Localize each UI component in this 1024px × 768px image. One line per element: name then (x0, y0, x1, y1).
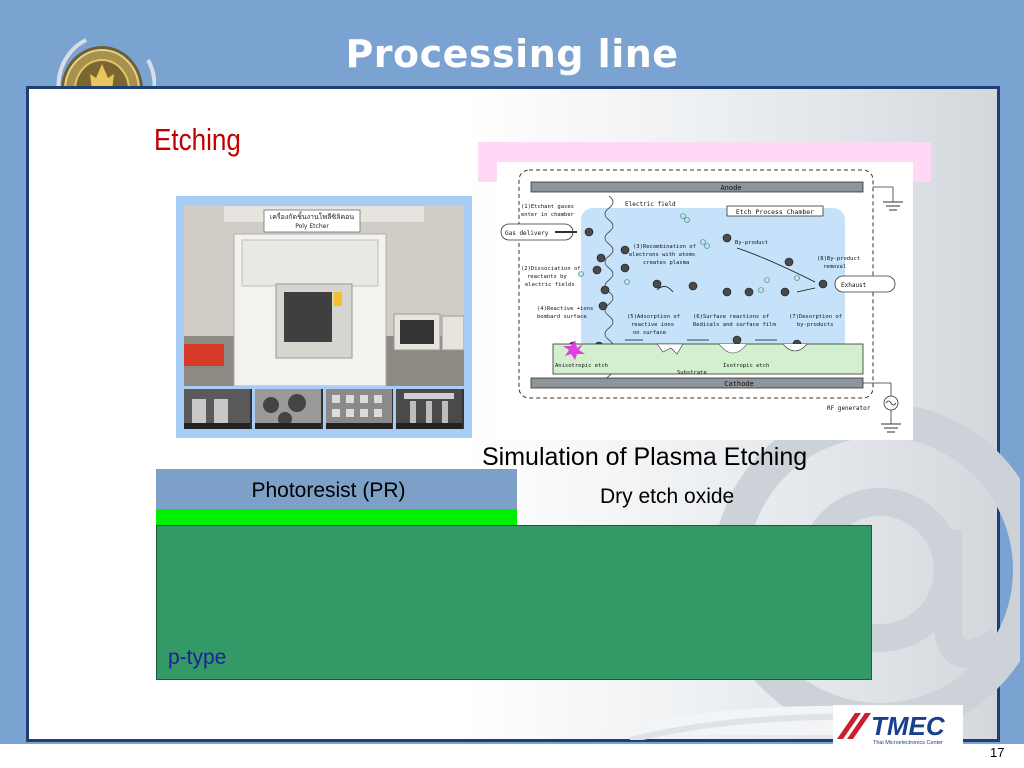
photoresist-layer (156, 469, 517, 509)
tmec-logo: TMEC Thai Microelectronics Center (833, 705, 963, 747)
by-product-label: By-product (735, 240, 768, 246)
plasma-etching-diagram: Anode Etch Process Chamber Electric fiel… (497, 162, 913, 440)
step4-label-line1: (4)Reactive +ions (537, 306, 593, 312)
tmec-logo-subtitle: Thai Microelectronics Center (873, 740, 943, 746)
tmec-logo-name: TMEC (871, 711, 946, 741)
slide-title: Processing line (345, 32, 679, 76)
sem-image (325, 389, 394, 429)
sem-image (184, 389, 252, 429)
anode-label: Anode (720, 184, 741, 192)
section-heading: Etching (154, 122, 241, 157)
gas-delivery-label: Gas delivery (505, 230, 549, 237)
step5-label-line3: on surface (633, 330, 666, 336)
cathode-label: Cathode (724, 380, 754, 388)
exhaust-label: Exhaust (841, 282, 867, 289)
step2-label-line1: (2)Dissociation of (521, 266, 581, 272)
title-bar (0, 0, 1024, 88)
sem-image (396, 389, 464, 429)
step2-label-line2: reactants by (527, 274, 567, 280)
substrate-label-diagram: Substrate (677, 370, 707, 376)
chamber-label: Etch Process Chamber (736, 208, 814, 216)
step7-label-line2: by-products (797, 322, 833, 328)
step2-label-line3: electric fields (525, 282, 575, 288)
photoresist-label: Photoresist (PR) (251, 479, 406, 502)
step3-label-line3: creates plasma (643, 260, 689, 266)
page-number: 17 (990, 745, 1005, 760)
anisotropic-label: Anisotropic etch (555, 363, 608, 369)
sem-image (254, 389, 323, 429)
step8-label-line2: removal (823, 264, 846, 270)
electric-field-label: Electric field (625, 201, 676, 208)
photo-sign-thai: เครื่องกัดชิ้นงานโพลีซิลิคอน (270, 210, 355, 221)
step1-label-line2: enter in chamber (521, 212, 575, 218)
step5-label-line2: reactive ions (631, 322, 674, 328)
oxide-layer (156, 509, 517, 525)
step5-label-line1: (5)Adsorption of (627, 314, 680, 320)
rf-generator-label: RF generator (827, 405, 871, 412)
sem-image-row (184, 389, 464, 429)
substrate-label: p-type (168, 646, 227, 669)
step6-label-line1: (6)Surface reactions of (693, 314, 769, 320)
step1-label-line1: (1)Etchant gases (521, 204, 574, 210)
step6-label-line2: Redicals and surface film (693, 322, 776, 328)
substrate-layer (156, 525, 872, 680)
step4-label-line2: bombard surface (537, 314, 587, 320)
poly-etcher-photo: เครื่องกัดชิ้นงานโพลีซิลิคอน Poly Etcher (184, 206, 464, 386)
step7-label-line1: (7)Desorption of (789, 314, 842, 320)
dry-etch-oxide-label: Dry etch oxide (600, 485, 735, 508)
step3-label-line1: (3)Recombination of (633, 244, 696, 250)
bottom-strip (0, 744, 1024, 768)
photo-sign-english: Poly Etcher (295, 223, 329, 230)
isotropic-label: Isotropic etch (723, 363, 769, 369)
step3-label-line2: electrons with atoms (629, 252, 695, 258)
step8-label-line1: (8)By-product (817, 256, 860, 262)
diagram-caption: Simulation of Plasma Etching (482, 443, 808, 471)
